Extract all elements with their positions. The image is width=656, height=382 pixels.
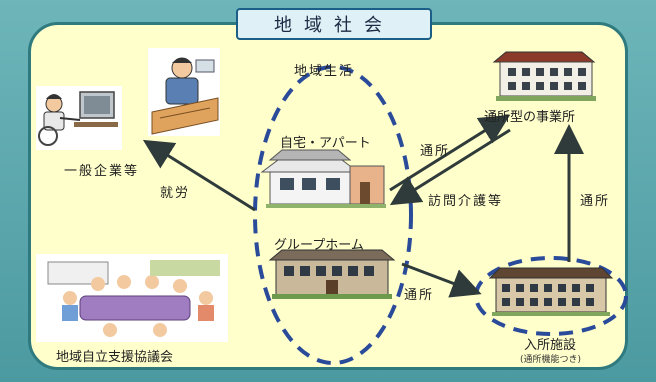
- residential-facility-note: (通所機能つき): [520, 355, 582, 365]
- employment-arrow: [142, 139, 256, 212]
- residential-facility-label: 入所施設: [524, 338, 577, 353]
- commute-label-1: 通所: [420, 144, 451, 159]
- diagram-title-text: 地域社会: [274, 15, 394, 36]
- community-life-ellipse: [253, 65, 413, 365]
- home-apartment-label: 自宅・アパート: [280, 136, 371, 151]
- office-worker-illustration: [36, 86, 122, 150]
- commute-label-2: 通所: [404, 288, 435, 303]
- residential-facility-illustration: [488, 267, 614, 316]
- house-illustration: [260, 149, 386, 208]
- home-care-label: 訪問介護等: [428, 194, 504, 209]
- office-building-illustration: [492, 51, 596, 101]
- commute-arrow-facility: [401, 262, 482, 298]
- employment-label: 就労: [160, 186, 191, 201]
- factory-worker-illustration: [148, 48, 220, 136]
- meeting-illustration: [36, 254, 228, 342]
- community-life-label: 地域生活: [294, 64, 355, 79]
- home-care-arrow: [389, 128, 511, 206]
- group-home-illustration: [268, 249, 396, 299]
- commute-label-3: 通所: [580, 194, 611, 209]
- residential-facility-ellipse: [474, 256, 628, 336]
- diagram-title: 地域社会: [236, 8, 432, 40]
- council-label: 地域自立支援協議会: [56, 350, 174, 365]
- day-service-office-label: 通所型の事業所: [484, 110, 576, 125]
- group-home-label: グループホーム: [274, 238, 364, 253]
- general-company-label: 一般企業等: [64, 164, 140, 179]
